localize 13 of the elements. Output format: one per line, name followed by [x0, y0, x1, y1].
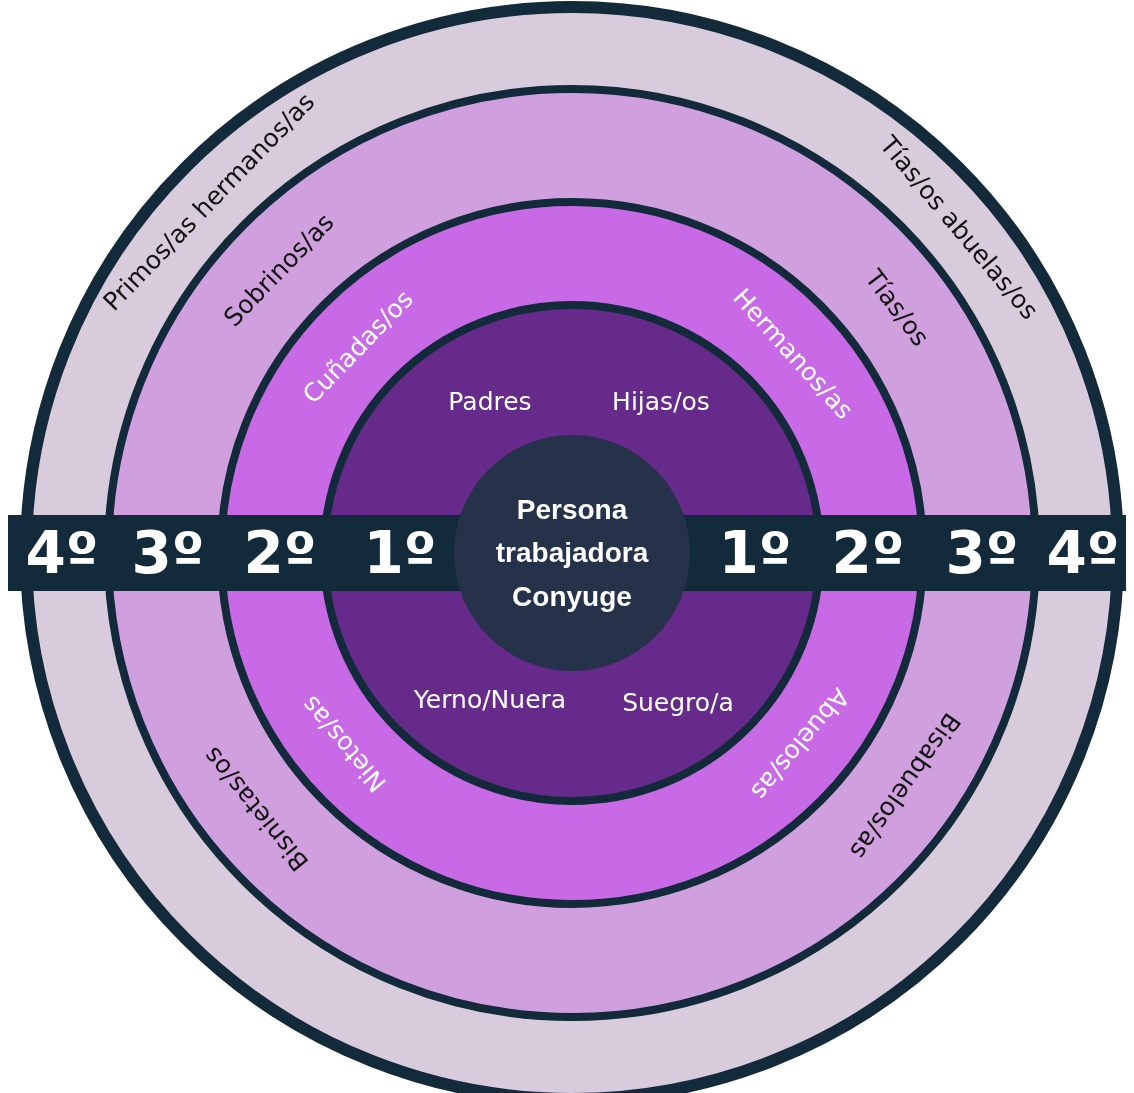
ring-label: Suegro/a: [622, 689, 734, 717]
center-label: Persona trabajadora Conyuge: [494, 492, 650, 614]
ring-label: Padres: [448, 388, 532, 416]
degree-label: 3º: [131, 524, 205, 582]
degree-label: 4º: [1046, 524, 1120, 582]
degree-label: 1º: [718, 524, 792, 582]
degree-label: 4º: [25, 524, 99, 582]
degree-label: 2º: [243, 524, 317, 582]
degree-label: 2º: [831, 524, 905, 582]
degree-label: 3º: [945, 524, 1019, 582]
degree-label: 1º: [363, 524, 437, 582]
ring-label: Hijas/os: [612, 388, 710, 416]
ring-label: Yerno/Nuera: [413, 686, 567, 714]
